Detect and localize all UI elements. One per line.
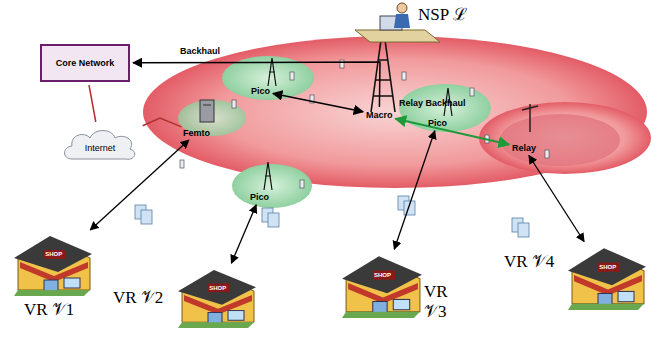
node-text: Relay [512,143,536,153]
node-text: Core Network [56,58,115,68]
shop-sign [44,250,66,259]
connector [231,205,256,263]
node-text: Pico [428,118,447,128]
shop-drawing [14,232,92,296]
shop-sign-text: SHOP [374,272,391,278]
cell-node: Macro [366,110,393,120]
connector [273,94,363,112]
vr-label: VR 𝒱3 [424,282,448,322]
shop-sign [373,271,396,280]
shop-drawing [342,252,422,318]
connector [394,131,435,249]
cloud-node: Internet [60,125,140,165]
cloud-label: Internet [85,143,116,153]
node-text: Pico [251,86,270,96]
user-phones [180,60,549,188]
cell-node: Femto [183,128,210,138]
shop-sign [208,283,230,292]
shop-window [393,299,409,309]
shop-ground [342,312,420,318]
shop-sign-text: SHOP [209,285,226,291]
shop-window [64,278,80,288]
connector [89,85,96,122]
shop-node: SHOPVR 𝒱1 [14,232,92,296]
shop-ground [14,290,90,296]
cell-node: Pico [250,192,269,202]
cell-node: Pico [251,86,270,96]
femto-box [200,100,214,122]
vr-label: VR 𝒱1 [24,300,74,320]
pico-towers [264,58,452,190]
connector [529,156,584,242]
node-text: Femto [183,128,210,138]
cell-node: Pico [428,118,447,128]
shop-sign-text: SHOP [45,251,62,257]
shop-drawing [178,266,256,328]
shop-sign-text: SHOP [599,264,616,270]
shop-drawing [568,244,646,310]
connector [395,119,509,145]
shop-window [618,291,634,301]
shop-node: SHOPVR 𝒱2 [178,266,256,328]
shop-node: SHOPVR 𝒱4 [568,244,646,310]
edge-label: Backhaul [180,46,220,56]
shop-window [228,311,244,321]
cloud-outline [65,131,135,160]
shop-sign [598,263,620,272]
operator-label: NSP ℒ [418,2,467,25]
node-text: Macro [366,110,393,120]
edge-label: Relay Backhaul [399,98,466,108]
connector [143,118,182,127]
shop-node: SHOPVR 𝒱3 [342,252,422,318]
documents [135,196,529,237]
shop-ground [178,322,254,328]
cell-node: Relay [512,143,536,153]
shop-ground [568,304,644,310]
connector [133,62,380,107]
core-node: Core Network [40,44,130,82]
node-text: Pico [250,192,269,202]
vr-label: VR 𝒱2 [113,288,163,308]
relay-station [522,104,538,132]
vr-label: VR 𝒱4 [504,252,554,272]
